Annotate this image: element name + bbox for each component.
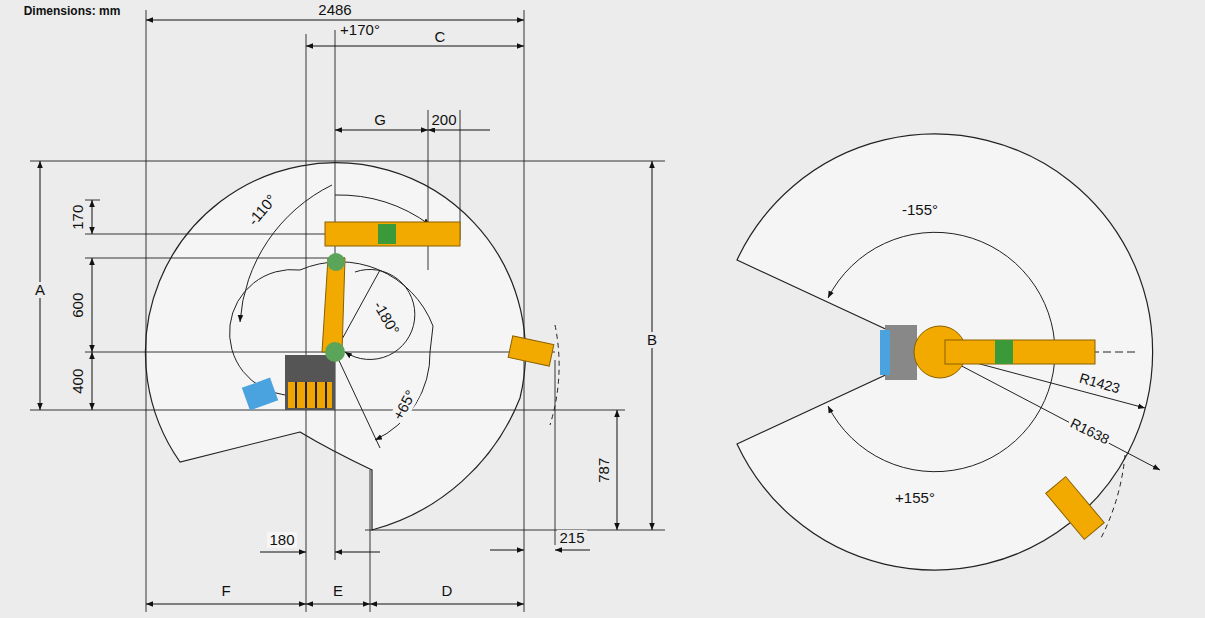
angle-arc	[240, 185, 332, 322]
dimension-label: 180	[267, 532, 296, 549]
dimension-label: 200	[429, 112, 458, 129]
dimension-label: 215	[557, 530, 586, 547]
dimension-label: -155°	[900, 202, 940, 219]
dimension-label: E	[331, 583, 345, 600]
dimension-label: 2486	[316, 2, 353, 19]
dimension-lines	[40, 20, 652, 604]
dimension-label: 400	[71, 366, 88, 395]
top-envelope	[737, 134, 1153, 570]
angle-arc	[375, 352, 430, 440]
radius-line	[935, 352, 1160, 470]
work-envelope	[145, 163, 525, 530]
dimension-label: A	[33, 282, 47, 299]
dimension-label: D	[440, 583, 455, 600]
dimension-label: B	[645, 332, 659, 349]
dimension-label: F	[219, 583, 232, 600]
reach-arc	[1100, 455, 1125, 540]
robot-side-view	[242, 222, 554, 410]
envelope-inner	[300, 262, 433, 352]
angle-arc	[335, 195, 430, 225]
dimension-label: 170	[71, 202, 88, 231]
dimension-label: Dimensions: mm	[22, 5, 123, 18]
robot-top-view	[880, 325, 1104, 539]
dimension-label: 600	[71, 290, 88, 319]
angle-ray	[335, 352, 380, 448]
dimension-label: +155°	[893, 490, 937, 507]
dimension-label: +170°	[338, 22, 382, 39]
dimension-label: 787	[597, 455, 614, 484]
dimension-label: C	[433, 29, 448, 46]
dimension-label: G	[372, 112, 388, 129]
extension-lines	[30, 10, 665, 612]
